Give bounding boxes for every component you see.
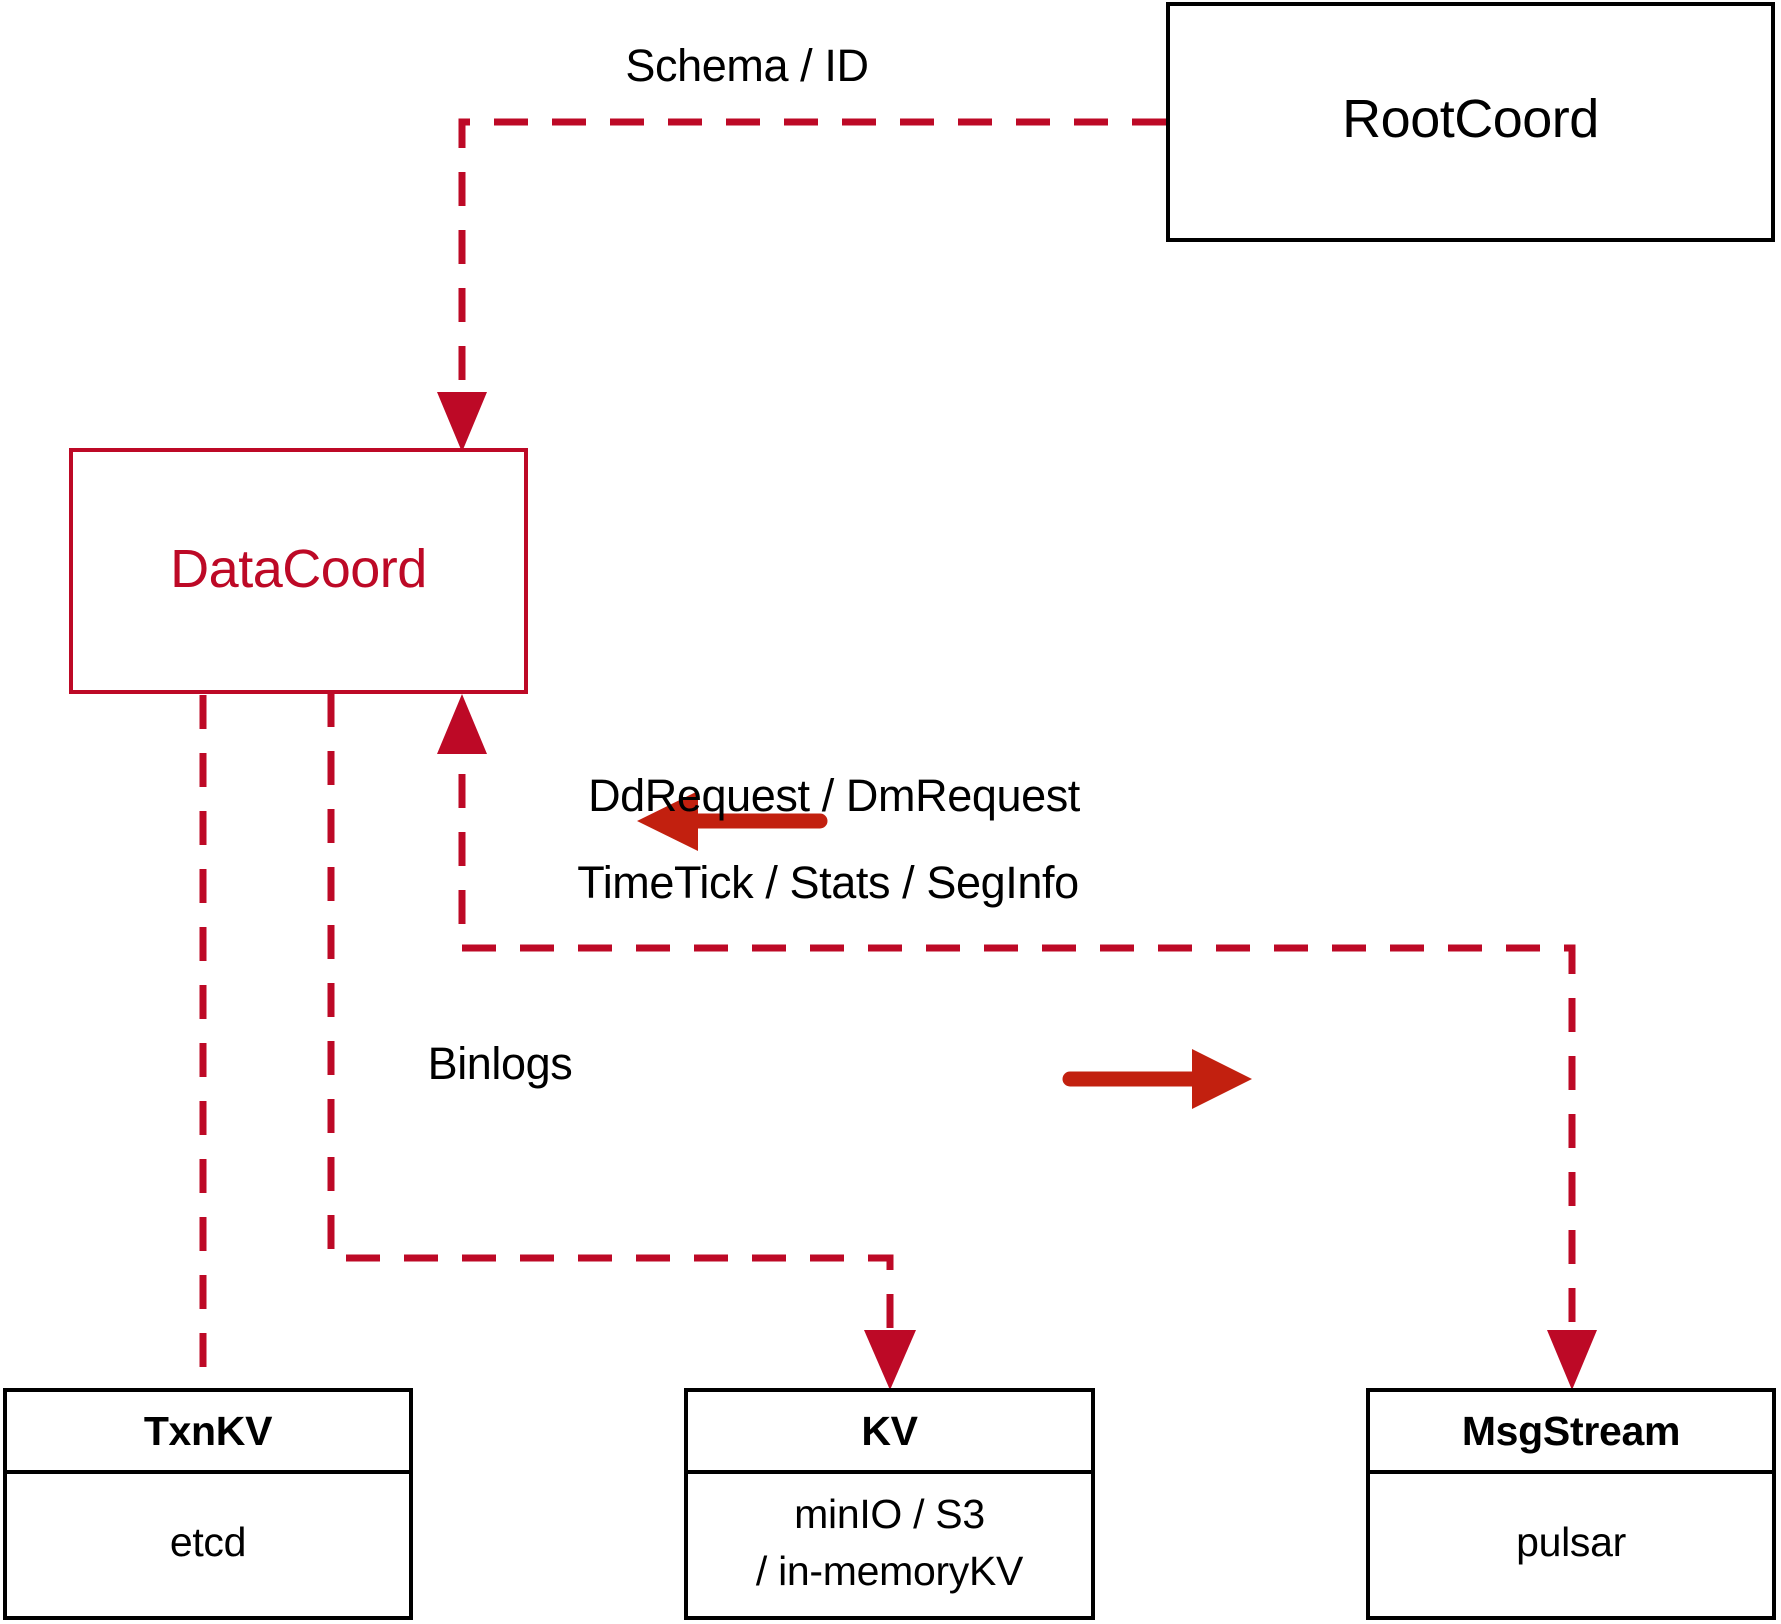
node-datacoord-label: DataCoord <box>170 539 427 599</box>
node-kv-header: KV <box>688 1392 1091 1474</box>
edge-label-binlogs: Binlogs <box>427 1038 573 1089</box>
node-txnkv-body-line-0: etcd <box>169 1519 247 1566</box>
node-msgstream-header: MsgStream <box>1370 1392 1772 1474</box>
node-msgstream-header-label: MsgStream <box>1461 1407 1681 1454</box>
node-txnkv-body: etcd <box>7 1470 409 1616</box>
node-rootcoord[interactable]: RootCoord <box>1166 2 1775 242</box>
node-datacoord[interactable]: DataCoord <box>69 448 528 694</box>
edge-msgstream-datacoord <box>437 694 1597 1390</box>
node-txnkv-header-label: TxnKV <box>143 1407 273 1454</box>
edge-label-timetick-stats-seginfo: TimeTick / Stats / SegInfo <box>577 857 1079 908</box>
node-rootcoord-label: RootCoord <box>1342 89 1599 149</box>
direction-arrow-right <box>1062 1049 1252 1109</box>
node-kv-body-line-0: minIO / S3 <box>794 1490 985 1537</box>
edge-binlogs <box>327 693 916 1390</box>
edge-label-schema-id: Schema / ID <box>625 40 869 91</box>
node-txnkv-header: TxnKV <box>7 1392 409 1474</box>
node-msgstream-body-line-0: pulsar <box>1516 1519 1626 1566</box>
edge-schema-id <box>437 118 1166 452</box>
node-msgstream[interactable]: MsgStream pulsar <box>1366 1388 1776 1620</box>
node-kv-header-label: KV <box>861 1407 918 1454</box>
direction-arrow-left <box>637 791 828 851</box>
node-txnkv[interactable]: TxnKV etcd <box>3 1388 413 1620</box>
node-msgstream-body: pulsar <box>1370 1470 1772 1616</box>
node-kv-body: minIO / S3 / in-memoryKV <box>688 1470 1091 1616</box>
node-kv[interactable]: KV minIO / S3 / in-memoryKV <box>684 1388 1095 1620</box>
edge-label-dd-dm-request: DdRequest / DmRequest <box>588 770 1080 821</box>
node-kv-body-line-1: / in-memoryKV <box>755 1548 1024 1594</box>
